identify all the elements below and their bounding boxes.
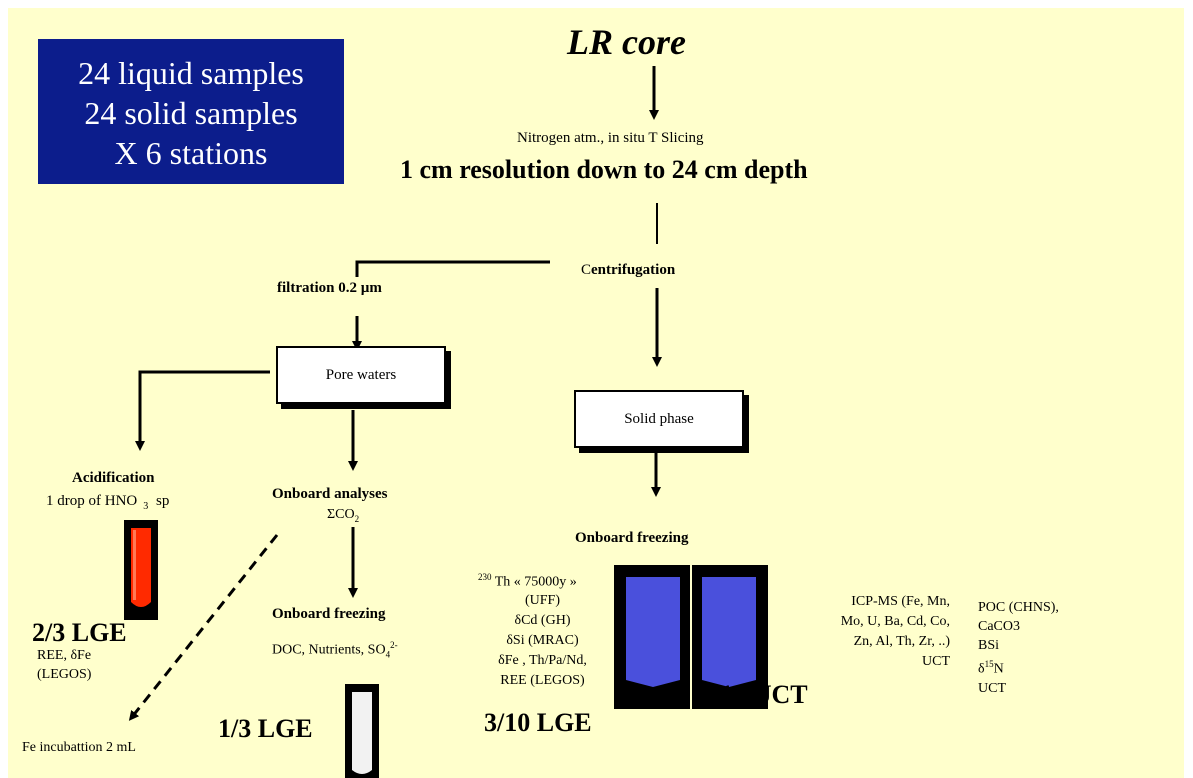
acidification-text-end: sp: [152, 493, 170, 509]
onboard-analyses-title: Onboard analyses: [272, 486, 388, 502]
centrifugation-label: Centrifugation: [581, 262, 675, 279]
slicing-note: Nitrogen atm., in situ T Slicing: [517, 130, 704, 146]
icpms-line-1: ICP-MS (Fe, Mn,: [851, 594, 950, 609]
poc-analyses-list: POC (CHNS), CaCO3 BSi δ15N UCT: [978, 598, 1059, 698]
pore-waters-box: Pore waters: [276, 346, 446, 404]
acidification-title: Acidification: [72, 470, 155, 486]
samples-line-liquid: 24 liquid samples: [78, 55, 304, 91]
icpms-line-4: UCT: [922, 654, 950, 669]
samples-line-solid: 24 solid samples: [84, 95, 298, 131]
blue-vial-lge: [614, 565, 690, 709]
acidification-text: 1 drop of HNO 3 sp: [46, 493, 169, 513]
lge-analysis-si: δSi (MRAC): [506, 633, 579, 648]
arrow-pore-to-acidification: [135, 370, 270, 451]
so4-superscript: 2-: [390, 640, 398, 650]
th-text: Th « 75000y »: [491, 574, 577, 590]
resolution-label: 1 cm resolution down to 24 cm depth: [400, 155, 808, 184]
poc-line-chns: POC (CHNS),: [978, 600, 1059, 615]
poc-line-bsi: BSi: [978, 638, 1000, 653]
red-vial-tube-icon: [131, 528, 151, 607]
samples-line-stations: X 6 stations: [114, 135, 268, 171]
blue-vial-lge-tube-icon: [626, 577, 680, 687]
lge-analyses-list: (UFF) δCd (GH) δSi (MRAC) δFe , Th/Pa/Nd…: [470, 591, 615, 691]
lge-analysis-fe: δFe , Th/Pa/Nd,: [498, 653, 587, 668]
blue-vial-uct-tube-icon: [702, 577, 756, 687]
fe-incubation-label: Fe incubattion 2 mL: [22, 740, 136, 755]
poc-line-d15n: δ15N: [978, 655, 1059, 679]
acidification-text-main: 1 drop of HNO: [46, 493, 138, 509]
line-split-to-filtration: [355, 260, 550, 277]
onboard-freezing-right-title: Onboard freezing: [575, 530, 689, 546]
red-vial: [124, 520, 158, 620]
solid-phase-box: Solid phase: [574, 390, 744, 448]
lge-2-3-note-1: REE, δFe: [37, 648, 92, 663]
lge-1-3-label: 1/3 LGE: [218, 714, 313, 743]
icpms-line-2: Mo, U, Ba, Cd, Co,: [840, 614, 950, 629]
poc-line-uct: UCT: [978, 680, 1006, 696]
d15n-delta: δ: [978, 661, 985, 677]
uct-7-10-label: 7/10 UCT: [700, 680, 808, 709]
d15n-text: N: [993, 661, 1004, 677]
solid-phase-label: Solid phase: [624, 410, 694, 427]
white-vial-tube-icon: [352, 692, 372, 774]
centrifugation-rest: entrifugation: [591, 262, 676, 278]
centrifugation-initial: C: [581, 262, 592, 278]
lge-2-3-label: 2/3 LGE: [32, 618, 127, 647]
white-vial: [345, 684, 379, 778]
th-superscript: 230: [478, 572, 492, 582]
lge-3-10-label: 3/10 LGE: [484, 708, 592, 737]
icpms-analyses-list: ICP-MS (Fe, Mn, Mo, U, Ba, Cd, Co, Zn, A…: [768, 592, 950, 672]
pore-waters-label: Pore waters: [325, 366, 397, 383]
onboard-freezing-left-text: DOC, Nutrients, SO42-: [272, 640, 398, 660]
sigma-co2-label: ΣCO2: [327, 507, 359, 524]
acidification-subscript: 3: [143, 501, 149, 512]
th-75000y-label: 230 Th « 75000y »: [478, 572, 577, 591]
sigma-co2-text: ΣCO: [327, 507, 355, 522]
poc-line-caco3: CaCO3: [978, 619, 1020, 634]
lge-2-3-note-2: (LEGOS): [37, 667, 92, 682]
icpms-line-3: Zn, Al, Th, Zr, ..): [853, 634, 950, 649]
filtration-label: filtration 0.2 µm: [277, 280, 382, 296]
onboard-freezing-left-title: Onboard freezing: [272, 606, 386, 622]
lge-analysis-cd: δCd (GH): [514, 613, 571, 628]
so4-subscript: 4: [385, 649, 391, 660]
blue-vial-uct: [692, 565, 768, 709]
arrow-dashed-fe-incubation: [128, 534, 279, 721]
lge-analysis-ree: REE (LEGOS): [500, 673, 585, 688]
samples-summary-box: 24 liquid samples 24 solid samples X 6 s…: [38, 39, 344, 184]
doc-nutrients-text: DOC, Nutrients, SO: [272, 642, 386, 658]
sigma-co2-subscript: 2: [354, 513, 360, 524]
d15n-superscript: 15: [984, 659, 994, 669]
diagram-title: LR core: [567, 22, 686, 62]
lge-analysis-uff: (UFF): [524, 593, 560, 608]
